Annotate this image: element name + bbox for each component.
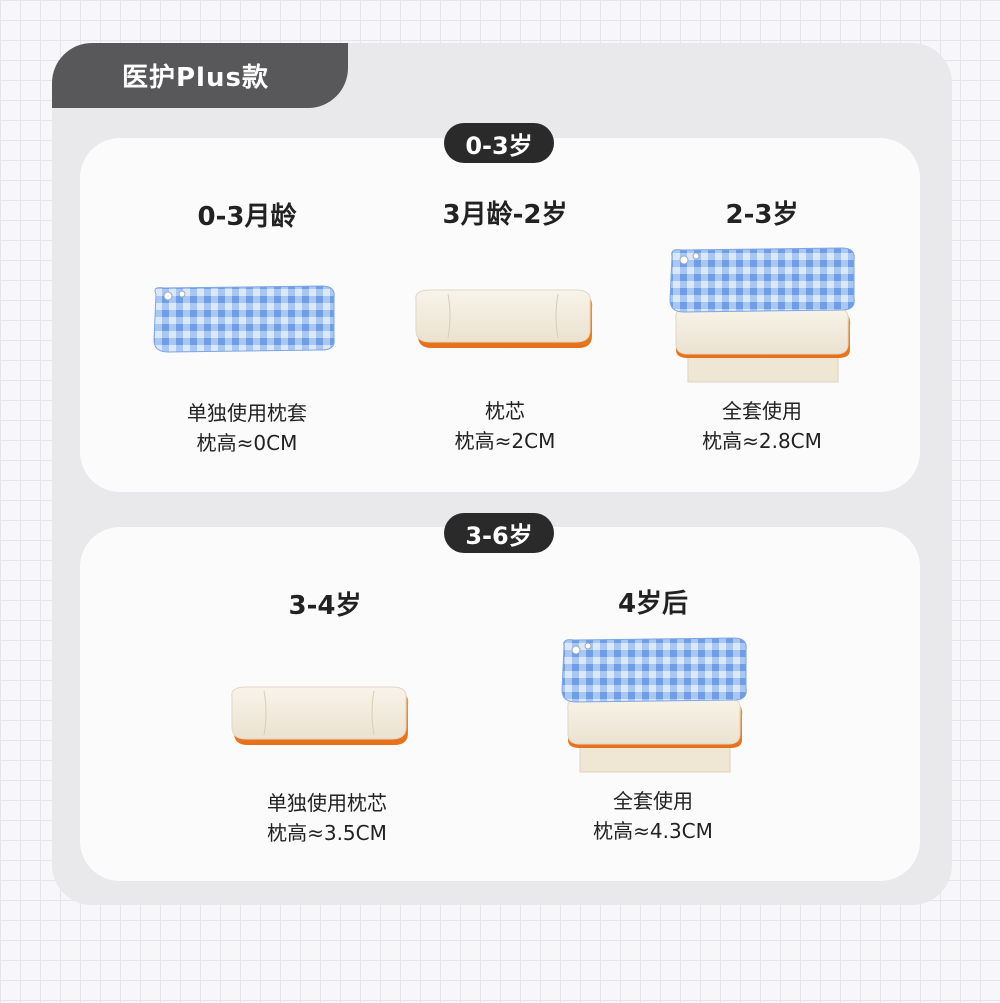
usage-label: 单独使用枕套: [187, 401, 307, 425]
height-label: 枕高≈3.5CM: [267, 821, 387, 845]
usage-label: 枕芯: [484, 399, 525, 423]
full-set-image: [669, 247, 855, 383]
item-description: 全套使用 枕高≈2.8CM: [702, 396, 822, 456]
item-description: 枕芯 枕高≈2CM: [455, 396, 556, 456]
item-title: 3月龄-2岁: [442, 200, 568, 230]
section-card-3-6: [80, 527, 920, 881]
usage-label: 全套使用: [612, 789, 693, 813]
height-label: 枕高≈2CM: [454, 429, 556, 453]
height-label: 枕高≈2.8CM: [702, 429, 822, 453]
item-title: 4岁后: [617, 589, 689, 619]
age-badge: 3-6岁: [444, 513, 554, 553]
item-title: 2-3岁: [725, 200, 799, 230]
item-description: 单独使用枕芯 枕高≈3.5CM: [267, 788, 387, 848]
age-badge: 0-3岁: [444, 123, 554, 163]
full-set-image: [561, 637, 747, 773]
item-title: 3-4岁: [288, 591, 362, 621]
height-label: 枕高≈0CM: [196, 431, 298, 455]
usage-label: 全套使用: [721, 399, 802, 423]
pillow-core-image: [415, 289, 593, 348]
item-description: 单独使用枕套 枕高≈0CM: [187, 398, 307, 458]
item-title: 0-3月龄: [197, 202, 297, 232]
pillowcase-image: [153, 285, 335, 353]
pillow-core-image: [231, 686, 409, 745]
page-title: 医护Plus款: [52, 43, 348, 108]
height-label: 枕高≈4.3CM: [593, 819, 713, 843]
usage-label: 单独使用枕芯: [267, 791, 387, 815]
item-description: 全套使用 枕高≈4.3CM: [593, 786, 713, 846]
